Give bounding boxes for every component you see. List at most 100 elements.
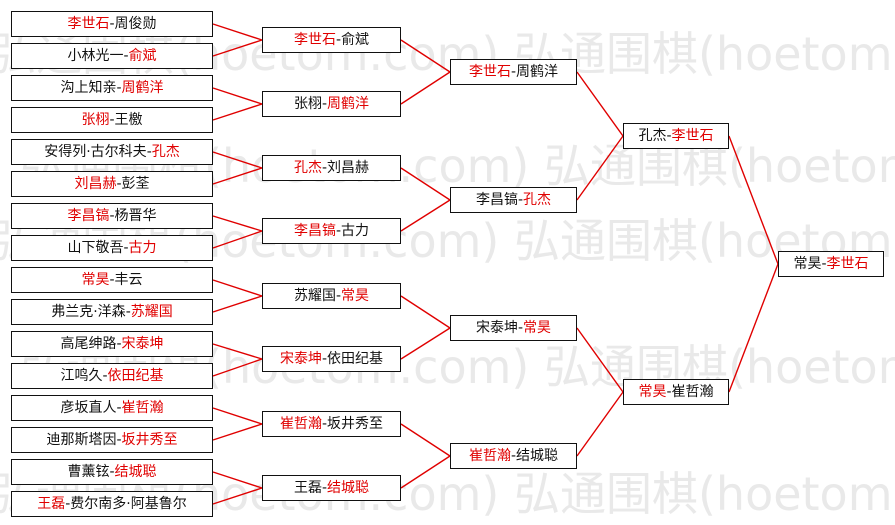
match-box-round-1: 山下敬吾-古力 bbox=[11, 235, 213, 261]
player-name: 俞斌 bbox=[341, 32, 370, 48]
player-name: 孔杰 bbox=[151, 144, 180, 160]
bracket-connector bbox=[400, 295, 451, 329]
versus-separator: - bbox=[321, 480, 328, 496]
player-name: 丰云 bbox=[114, 272, 143, 288]
player-name: 古力 bbox=[341, 223, 370, 239]
bracket-connector bbox=[576, 327, 624, 393]
player-name: 依田纪基 bbox=[107, 368, 164, 384]
player-name: 古力 bbox=[128, 240, 157, 256]
bracket-connector bbox=[400, 327, 451, 360]
player-name: 李世石 bbox=[67, 16, 110, 32]
player-name: 苏耀国 bbox=[293, 288, 336, 304]
player-name: 宋泰坤 bbox=[475, 320, 518, 336]
match-box-round-1: 曹薰铉-结城聪 bbox=[11, 459, 213, 485]
match-box-round-2: 孔杰-刘昌赫 bbox=[262, 155, 401, 181]
match-box-round-2: 宋泰坤-依田纪基 bbox=[262, 346, 401, 372]
bracket-connector bbox=[400, 199, 451, 232]
match-box-round-2: 苏耀国-常昊 bbox=[262, 283, 401, 309]
versus-separator: - bbox=[65, 496, 71, 512]
bracket-connector bbox=[212, 279, 263, 297]
player-name: 崔哲瀚 bbox=[468, 448, 511, 464]
player-name: 张栩 bbox=[293, 96, 322, 112]
player-name: 周鹤洋 bbox=[516, 64, 559, 80]
match-box-round-1: 刘昌赫-彭荃 bbox=[11, 171, 213, 197]
bracket-connector bbox=[212, 407, 263, 425]
bracket-connector bbox=[400, 423, 451, 457]
match-box-round-1: 李昌镐-杨晋华 bbox=[11, 203, 213, 229]
match-box-round-3: 崔哲瀚-结城聪 bbox=[450, 443, 577, 469]
player-name: 彦坂直人 bbox=[60, 400, 117, 416]
bracket-connector bbox=[400, 71, 451, 105]
bracket-connector bbox=[576, 71, 624, 137]
player-name: 俞斌 bbox=[128, 48, 157, 64]
player-name: 刘昌赫 bbox=[327, 160, 370, 176]
bracket-connector bbox=[212, 215, 263, 232]
player-name: 结城聪 bbox=[516, 448, 559, 464]
player-name: 结城聪 bbox=[114, 464, 157, 480]
player-name: 李昌镐 bbox=[67, 208, 110, 224]
player-name: 王檄 bbox=[114, 112, 143, 128]
versus-separator: - bbox=[517, 192, 524, 208]
bracket-connector bbox=[576, 135, 624, 201]
match-box-round-2: 王磊-结城聪 bbox=[262, 475, 401, 501]
player-name: 孔杰 bbox=[293, 160, 322, 176]
versus-separator: - bbox=[116, 80, 122, 96]
versus-separator: - bbox=[123, 48, 129, 64]
player-name: 宋泰坤 bbox=[121, 336, 164, 352]
match-box-round-2: 李世石-俞斌 bbox=[262, 27, 401, 53]
match-box-round-2: 李昌镐-古力 bbox=[262, 218, 401, 244]
player-name: 迪那斯塔因 bbox=[46, 432, 117, 448]
bracket-connector bbox=[400, 39, 451, 73]
player-name: 常昊 bbox=[638, 384, 667, 400]
match-box-round-3: 李世石-周鹤洋 bbox=[450, 59, 577, 85]
match-box-round-1: 彦坂直人-崔哲瀚 bbox=[11, 395, 213, 421]
player-name: 常昊 bbox=[81, 272, 110, 288]
match-box-round-1: 弗兰克·洋森-苏耀国 bbox=[11, 299, 213, 325]
versus-separator: - bbox=[109, 272, 115, 288]
match-box-round-3: 宋泰坤-常昊 bbox=[450, 315, 577, 341]
versus-separator: - bbox=[109, 208, 115, 224]
match-box-round-1: 小林光一-俞斌 bbox=[11, 43, 213, 69]
versus-separator: - bbox=[510, 448, 517, 464]
player-name: 李昌镐 bbox=[293, 223, 336, 239]
player-name: 山下敬吾 bbox=[67, 240, 124, 256]
versus-separator: - bbox=[321, 96, 328, 112]
versus-separator: - bbox=[335, 223, 342, 239]
versus-separator: - bbox=[821, 256, 827, 272]
versus-separator: - bbox=[102, 368, 108, 384]
bracket-connector bbox=[728, 135, 779, 265]
player-name: 江鸣久 bbox=[60, 368, 103, 384]
bracket-connector bbox=[212, 23, 263, 41]
player-name: 费尔南多·阿基鲁尔 bbox=[70, 496, 187, 512]
player-name: 沟上知亲 bbox=[60, 80, 117, 96]
match-box-round-2: 张栩-周鹤洋 bbox=[262, 91, 401, 117]
versus-separator: - bbox=[335, 288, 342, 304]
bracket-connector bbox=[212, 343, 263, 360]
bracket-connector bbox=[728, 263, 779, 393]
player-name: 孔杰 bbox=[638, 128, 667, 144]
player-name: 常昊 bbox=[793, 256, 822, 272]
player-name: 坂井秀至 bbox=[327, 416, 384, 432]
player-name: 宋泰坤 bbox=[279, 351, 322, 367]
bracket-connector bbox=[212, 167, 263, 185]
player-name: 高尾绅路 bbox=[60, 336, 117, 352]
player-name: 李世石 bbox=[826, 256, 869, 272]
player-name: 王磊 bbox=[37, 496, 66, 512]
bracket-connector bbox=[400, 455, 451, 489]
versus-separator: - bbox=[116, 336, 122, 352]
match-box-round-1: 张栩-王檄 bbox=[11, 107, 213, 133]
versus-separator: - bbox=[517, 320, 524, 336]
player-name: 崔哲瀚 bbox=[279, 416, 322, 432]
player-name: 周俊勋 bbox=[114, 16, 157, 32]
player-name: 杨晋华 bbox=[114, 208, 157, 224]
player-name: 安得列·古尔科夫 bbox=[44, 144, 147, 160]
match-box-round-1: 江鸣久-依田纪基 bbox=[11, 363, 213, 389]
player-name: 崔哲瀚 bbox=[121, 400, 164, 416]
versus-separator: - bbox=[321, 160, 328, 176]
player-name: 曹薰铉 bbox=[67, 464, 110, 480]
versus-separator: - bbox=[666, 384, 672, 400]
match-box-round-1: 安得列·古尔科夫-孔杰 bbox=[11, 139, 213, 165]
player-name: 李世石 bbox=[468, 64, 511, 80]
